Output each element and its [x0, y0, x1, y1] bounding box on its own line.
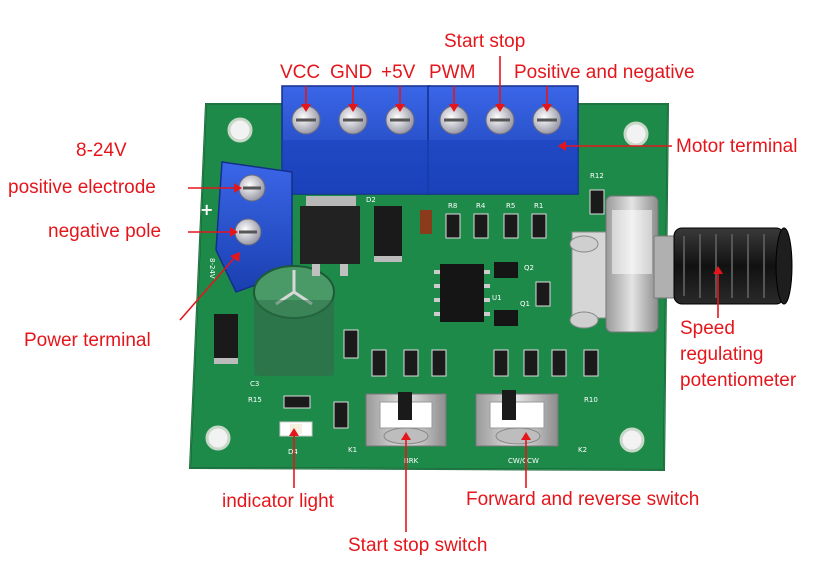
label-motor-terminal: Motor terminal [676, 136, 798, 157]
zener-diode [420, 210, 432, 234]
label-vcc: VCC [280, 62, 321, 83]
transistor-q2 [494, 262, 518, 278]
diode-left [214, 314, 238, 364]
speed-potentiometer [569, 195, 793, 333]
smd-resistors-bottom [283, 329, 599, 429]
label-speed-line1: Speed [680, 318, 735, 339]
label-forward-reverse-switch: Forward and reverse switch [466, 489, 700, 510]
label-voltage: 8-24V [76, 140, 127, 161]
mount-hole [619, 427, 645, 453]
label-power-terminal: Power terminal [24, 330, 151, 351]
silk-r10: R10 [584, 396, 598, 404]
pcb-board [188, 103, 670, 472]
label-negative-pole: negative pole [48, 221, 162, 242]
label-start-stop-switch: Start stop switch [348, 535, 488, 556]
regulator-chip [300, 196, 360, 276]
silk-q2: Q2 [524, 264, 534, 272]
silk-cw-ccw: CW/CCW [508, 457, 539, 465]
label-start-stop: Start stop [444, 31, 526, 52]
direction-slide-switch [475, 390, 559, 447]
silk-r5: R5 [506, 202, 515, 210]
silk-brk: BRK [404, 457, 419, 465]
diode-d2 [374, 206, 402, 262]
terminal-screw [338, 105, 368, 135]
main-ic [434, 264, 490, 322]
silk-labels: BRK CW/CCW K1 K2 C3 R15 D4 R12 D2 R8 R4 … [248, 172, 604, 465]
label-indicator-light: indicator light [222, 491, 334, 512]
label-positive-electrode: positive electrode [8, 177, 156, 198]
silk-r4: R4 [476, 202, 486, 210]
mount-hole [227, 117, 253, 143]
plus-marking: + [200, 200, 213, 219]
silk-u1: U1 [492, 294, 502, 302]
label-positive-negative: Positive and negative [514, 62, 695, 83]
transistor-q1 [494, 310, 518, 326]
label-5v: +5V [381, 62, 416, 83]
motor-terminal-block [281, 85, 579, 195]
silk-r15: R15 [248, 396, 262, 404]
silk-q1: Q1 [520, 300, 530, 308]
silk-k2: K2 [578, 446, 587, 454]
mount-hole [623, 121, 649, 147]
terminal-screw [234, 218, 262, 246]
silk-k1: K1 [348, 446, 357, 454]
mount-hole [205, 425, 231, 451]
silk-r1: R1 [534, 202, 543, 210]
silk-d2: D2 [366, 196, 376, 204]
silk-r8: R8 [448, 202, 457, 210]
terminal-screw [238, 174, 266, 202]
capacitor-c3 [253, 265, 335, 376]
label-speed-line2: regulating [680, 344, 764, 365]
silk-r12: R12 [590, 172, 604, 180]
label-gnd: GND [330, 62, 373, 83]
silk-d4: D4 [288, 448, 298, 456]
smd-resistors-top [445, 189, 605, 307]
callout-lines [179, 56, 723, 532]
power-silk-marking: 8-24V [208, 258, 216, 279]
silk-c3: C3 [250, 380, 259, 388]
label-speed-line3: potentiometer [680, 370, 797, 391]
label-pwm: PWM [429, 62, 476, 83]
